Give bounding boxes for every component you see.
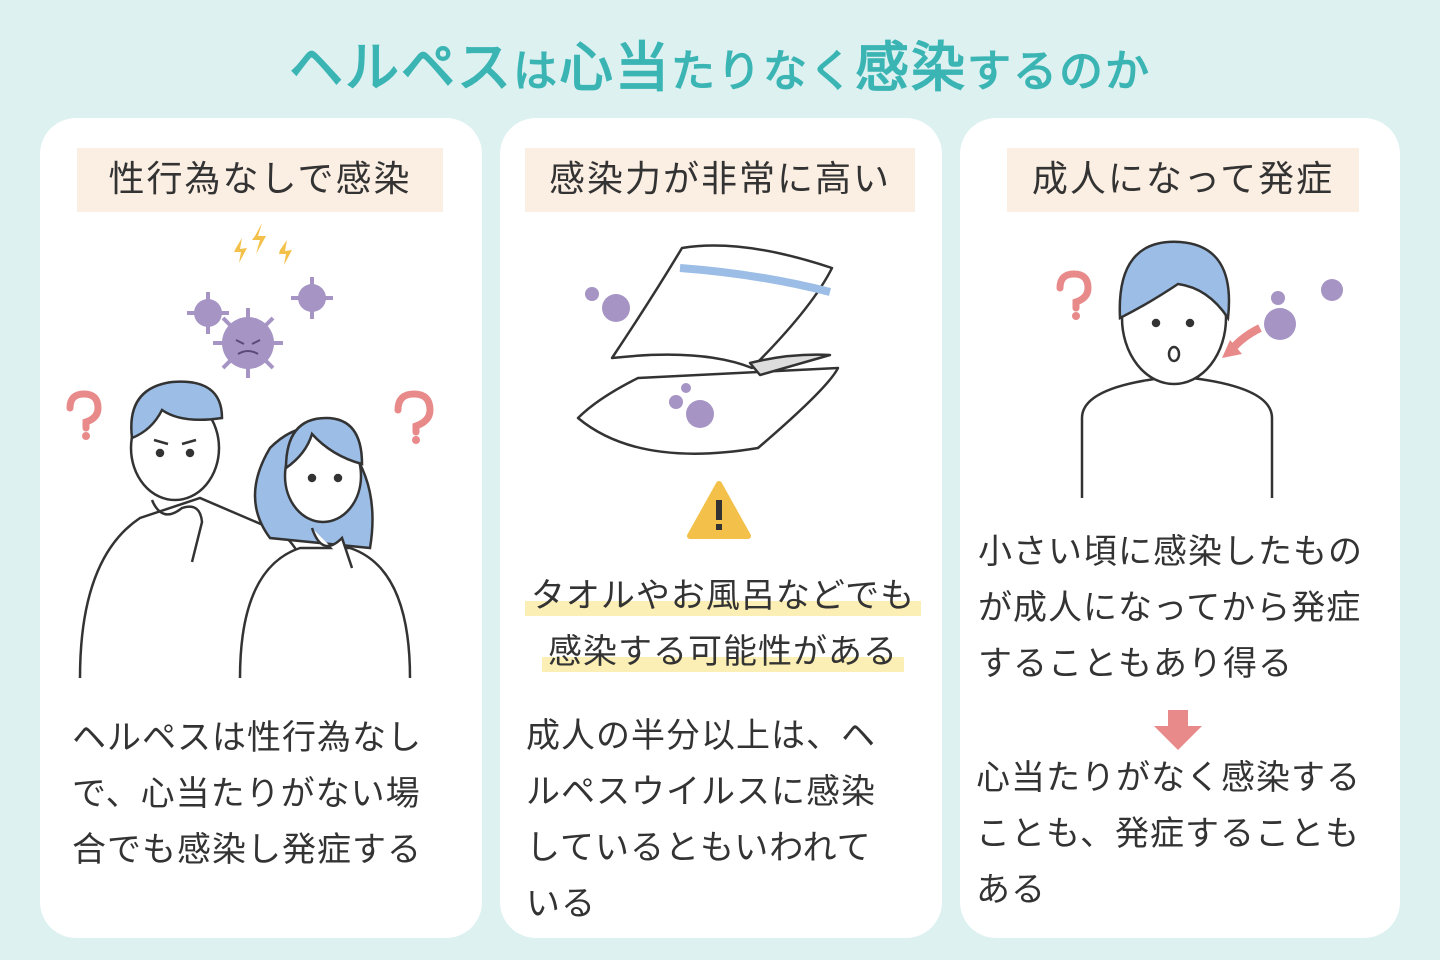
couple-illustration: [66, 223, 434, 678]
person-illustration: [1056, 240, 1343, 498]
virus-icon: [187, 277, 333, 378]
woman-figure: [238, 416, 412, 678]
person-figure: [1080, 240, 1274, 498]
page-title: ヘルペスは心当たりなく感染するのか: [289, 36, 1151, 99]
virus-icon: [585, 287, 714, 428]
card-sex-infection: 性行為なしで感染: [40, 118, 482, 938]
card-lower-text: 心当たりがなく感染する ことも、発症することも ある: [976, 758, 1361, 910]
card-label: 成人になって発症: [1007, 148, 1359, 212]
card-body-text: ヘルペスは性行為なし で、心当たりがない場 合でも感染し発症する: [72, 718, 422, 870]
virus-icon: [1264, 279, 1343, 340]
question-icon: [66, 390, 434, 436]
highlight-text: タオルやお風呂などでも 感染する可能性がある: [518, 568, 928, 680]
towel-illustration: [576, 244, 840, 455]
question-icon: [1056, 270, 1092, 312]
card-upper-text: 小さい頃に感染したもの が成人になってから発症 することもあり得る: [978, 532, 1363, 684]
towel-icon: [576, 244, 840, 455]
down-arrow-icon: [1154, 710, 1202, 750]
card-body-text: 成人の半分以上は、ヘ ルペスウイルスに感染 しているともいわれて いる: [526, 716, 876, 924]
card-label: 性行為なしで感染: [77, 148, 443, 212]
card-label: 感染力が非常に高い: [525, 148, 915, 212]
warning-icon: [687, 481, 751, 539]
lightning-icon: [234, 223, 292, 265]
card-high-infectivity: 感染力が非常に高い タオルやお風呂などでも 感染する可能性がある 成人の半分以上…: [500, 118, 942, 938]
card-adult-onset: 成人になって発症 小さい頃に感染したもの が成人になってから発症 することもあり…: [960, 118, 1400, 938]
